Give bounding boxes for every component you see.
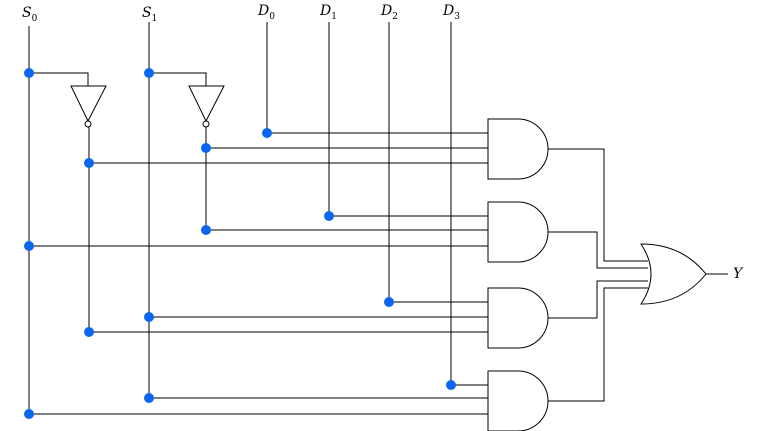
or-gate xyxy=(640,243,707,305)
junction-dot xyxy=(446,380,456,390)
junction-dot xyxy=(24,409,34,419)
and-gate-4 xyxy=(487,370,549,431)
junction-dot xyxy=(24,241,34,251)
wire-and1-out xyxy=(548,148,648,262)
wire-s0-to-inverter xyxy=(29,72,89,86)
junction-dot xyxy=(144,68,154,78)
wire-and4-out xyxy=(548,287,648,402)
junction-dot xyxy=(84,158,94,168)
junction-dot xyxy=(324,211,334,221)
wire-and2-out xyxy=(548,231,648,269)
label-d2: D2 xyxy=(380,3,398,22)
wire-s1-to-inverter xyxy=(149,72,207,86)
inverter-s1 xyxy=(188,85,225,128)
label-s1: S1 xyxy=(142,5,157,24)
inverter-s0 xyxy=(70,85,107,128)
label-output-y: Y xyxy=(733,266,744,282)
and-gate-2 xyxy=(487,201,549,263)
junction-dot xyxy=(144,393,154,403)
label-d0: D0 xyxy=(257,3,275,22)
label-d3: D3 xyxy=(442,3,460,22)
wire-and3-out xyxy=(548,280,648,319)
label-d1: D1 xyxy=(319,3,337,22)
junction-dot xyxy=(201,143,211,153)
junction-dot xyxy=(201,225,211,235)
and-gate-3 xyxy=(487,287,549,349)
junction-dot xyxy=(84,327,94,337)
and-gate-1 xyxy=(487,118,549,180)
label-s0: S0 xyxy=(22,5,38,24)
junction-dot xyxy=(144,312,154,322)
junction-dot xyxy=(262,128,272,138)
junction-dot xyxy=(384,297,394,307)
junction-dot xyxy=(24,68,34,78)
